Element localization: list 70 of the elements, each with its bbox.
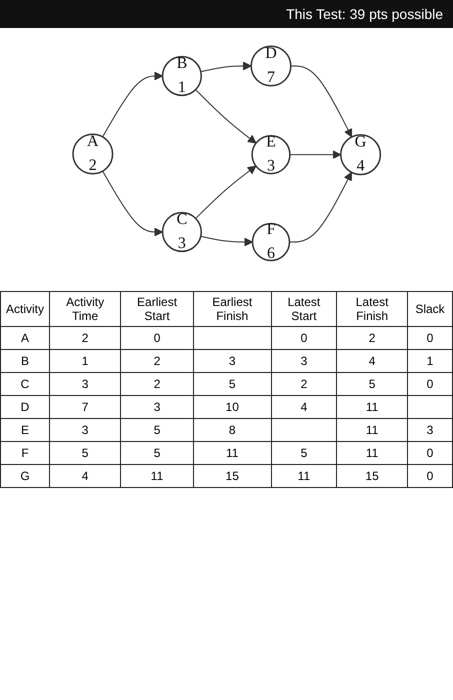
table-cell: 2: [120, 350, 194, 373]
table-cell: 11: [193, 442, 272, 465]
table-cell: 1: [50, 350, 121, 373]
table-cell: 5: [120, 418, 194, 442]
arrow: [288, 172, 352, 243]
table-cell: 11: [336, 442, 408, 465]
node-circle: A 2: [72, 133, 114, 175]
arrow: [194, 166, 256, 219]
table-cell: D: [0, 396, 50, 419]
table-cell: 15: [193, 464, 272, 488]
arrow: [102, 170, 163, 236]
table-cell: 3: [193, 350, 272, 373]
node-circle: F 6: [252, 222, 290, 262]
table-cell: 5: [336, 372, 408, 396]
column-header: Latest Start: [271, 292, 337, 327]
table-cell: 5: [120, 442, 194, 465]
node-circle: C 3: [162, 212, 202, 252]
node-circle: G 4: [340, 134, 381, 176]
table-cell: G: [0, 464, 50, 488]
table-cell: B: [0, 350, 50, 373]
arrow: [290, 66, 352, 138]
node-circle: E 3: [251, 135, 290, 174]
arrow: [102, 72, 163, 138]
table-cell: 3: [50, 372, 121, 396]
table-cell: A: [0, 326, 50, 350]
table-cell: 3: [120, 396, 194, 419]
column-header: Activity: [0, 292, 50, 327]
table-cell: E: [0, 418, 50, 442]
table-cell: 3: [271, 350, 337, 373]
test-points-text: This Test: 39 pts possible: [286, 6, 443, 22]
table-cell: 0: [407, 442, 452, 465]
table-cell: 1: [407, 350, 452, 373]
table-cell: C: [0, 372, 50, 396]
arrow: [200, 236, 253, 246]
table-cell: 8: [193, 418, 272, 442]
table-cell: 5: [271, 442, 337, 465]
column-header: Earliest Start: [120, 292, 194, 327]
table-cell: 5: [50, 442, 121, 465]
table-cell: 10: [193, 396, 272, 419]
table-cell: 5: [193, 372, 272, 396]
arrow: [194, 89, 256, 144]
table-cell: 0: [120, 326, 194, 350]
table-cell: 7: [50, 396, 121, 419]
table-cell: 0: [271, 326, 337, 350]
node-circle: B 1: [162, 56, 202, 96]
table-cell: 11: [120, 464, 194, 488]
table-cell: 2: [50, 326, 121, 350]
table-cell: 15: [336, 464, 408, 488]
table-cell: 11: [271, 464, 337, 488]
column-header: Latest Finish: [336, 292, 408, 327]
table-cell: 0: [407, 464, 452, 488]
node-circle: D 7: [250, 45, 292, 87]
arrow: [289, 150, 341, 160]
table-cell: 0: [407, 372, 452, 396]
table-cell: 11: [336, 418, 408, 442]
table-cell: 2: [120, 372, 194, 396]
table-cell: 2: [336, 326, 408, 350]
column-header: Slack: [407, 292, 452, 327]
table-cell: 11: [336, 396, 408, 419]
table-cell: 4: [50, 464, 121, 488]
table-cell: 4: [336, 350, 408, 373]
column-header: Earliest Finish: [193, 292, 272, 327]
table-cell: 3: [407, 418, 452, 442]
column-header: Activity Time: [50, 292, 121, 327]
table-cell: F: [0, 442, 50, 465]
table-cell: 3: [50, 418, 121, 442]
arrow: [200, 62, 252, 72]
table-cell: 0: [407, 326, 452, 350]
table-cell: 4: [271, 396, 337, 419]
table-cell: 2: [271, 372, 337, 396]
